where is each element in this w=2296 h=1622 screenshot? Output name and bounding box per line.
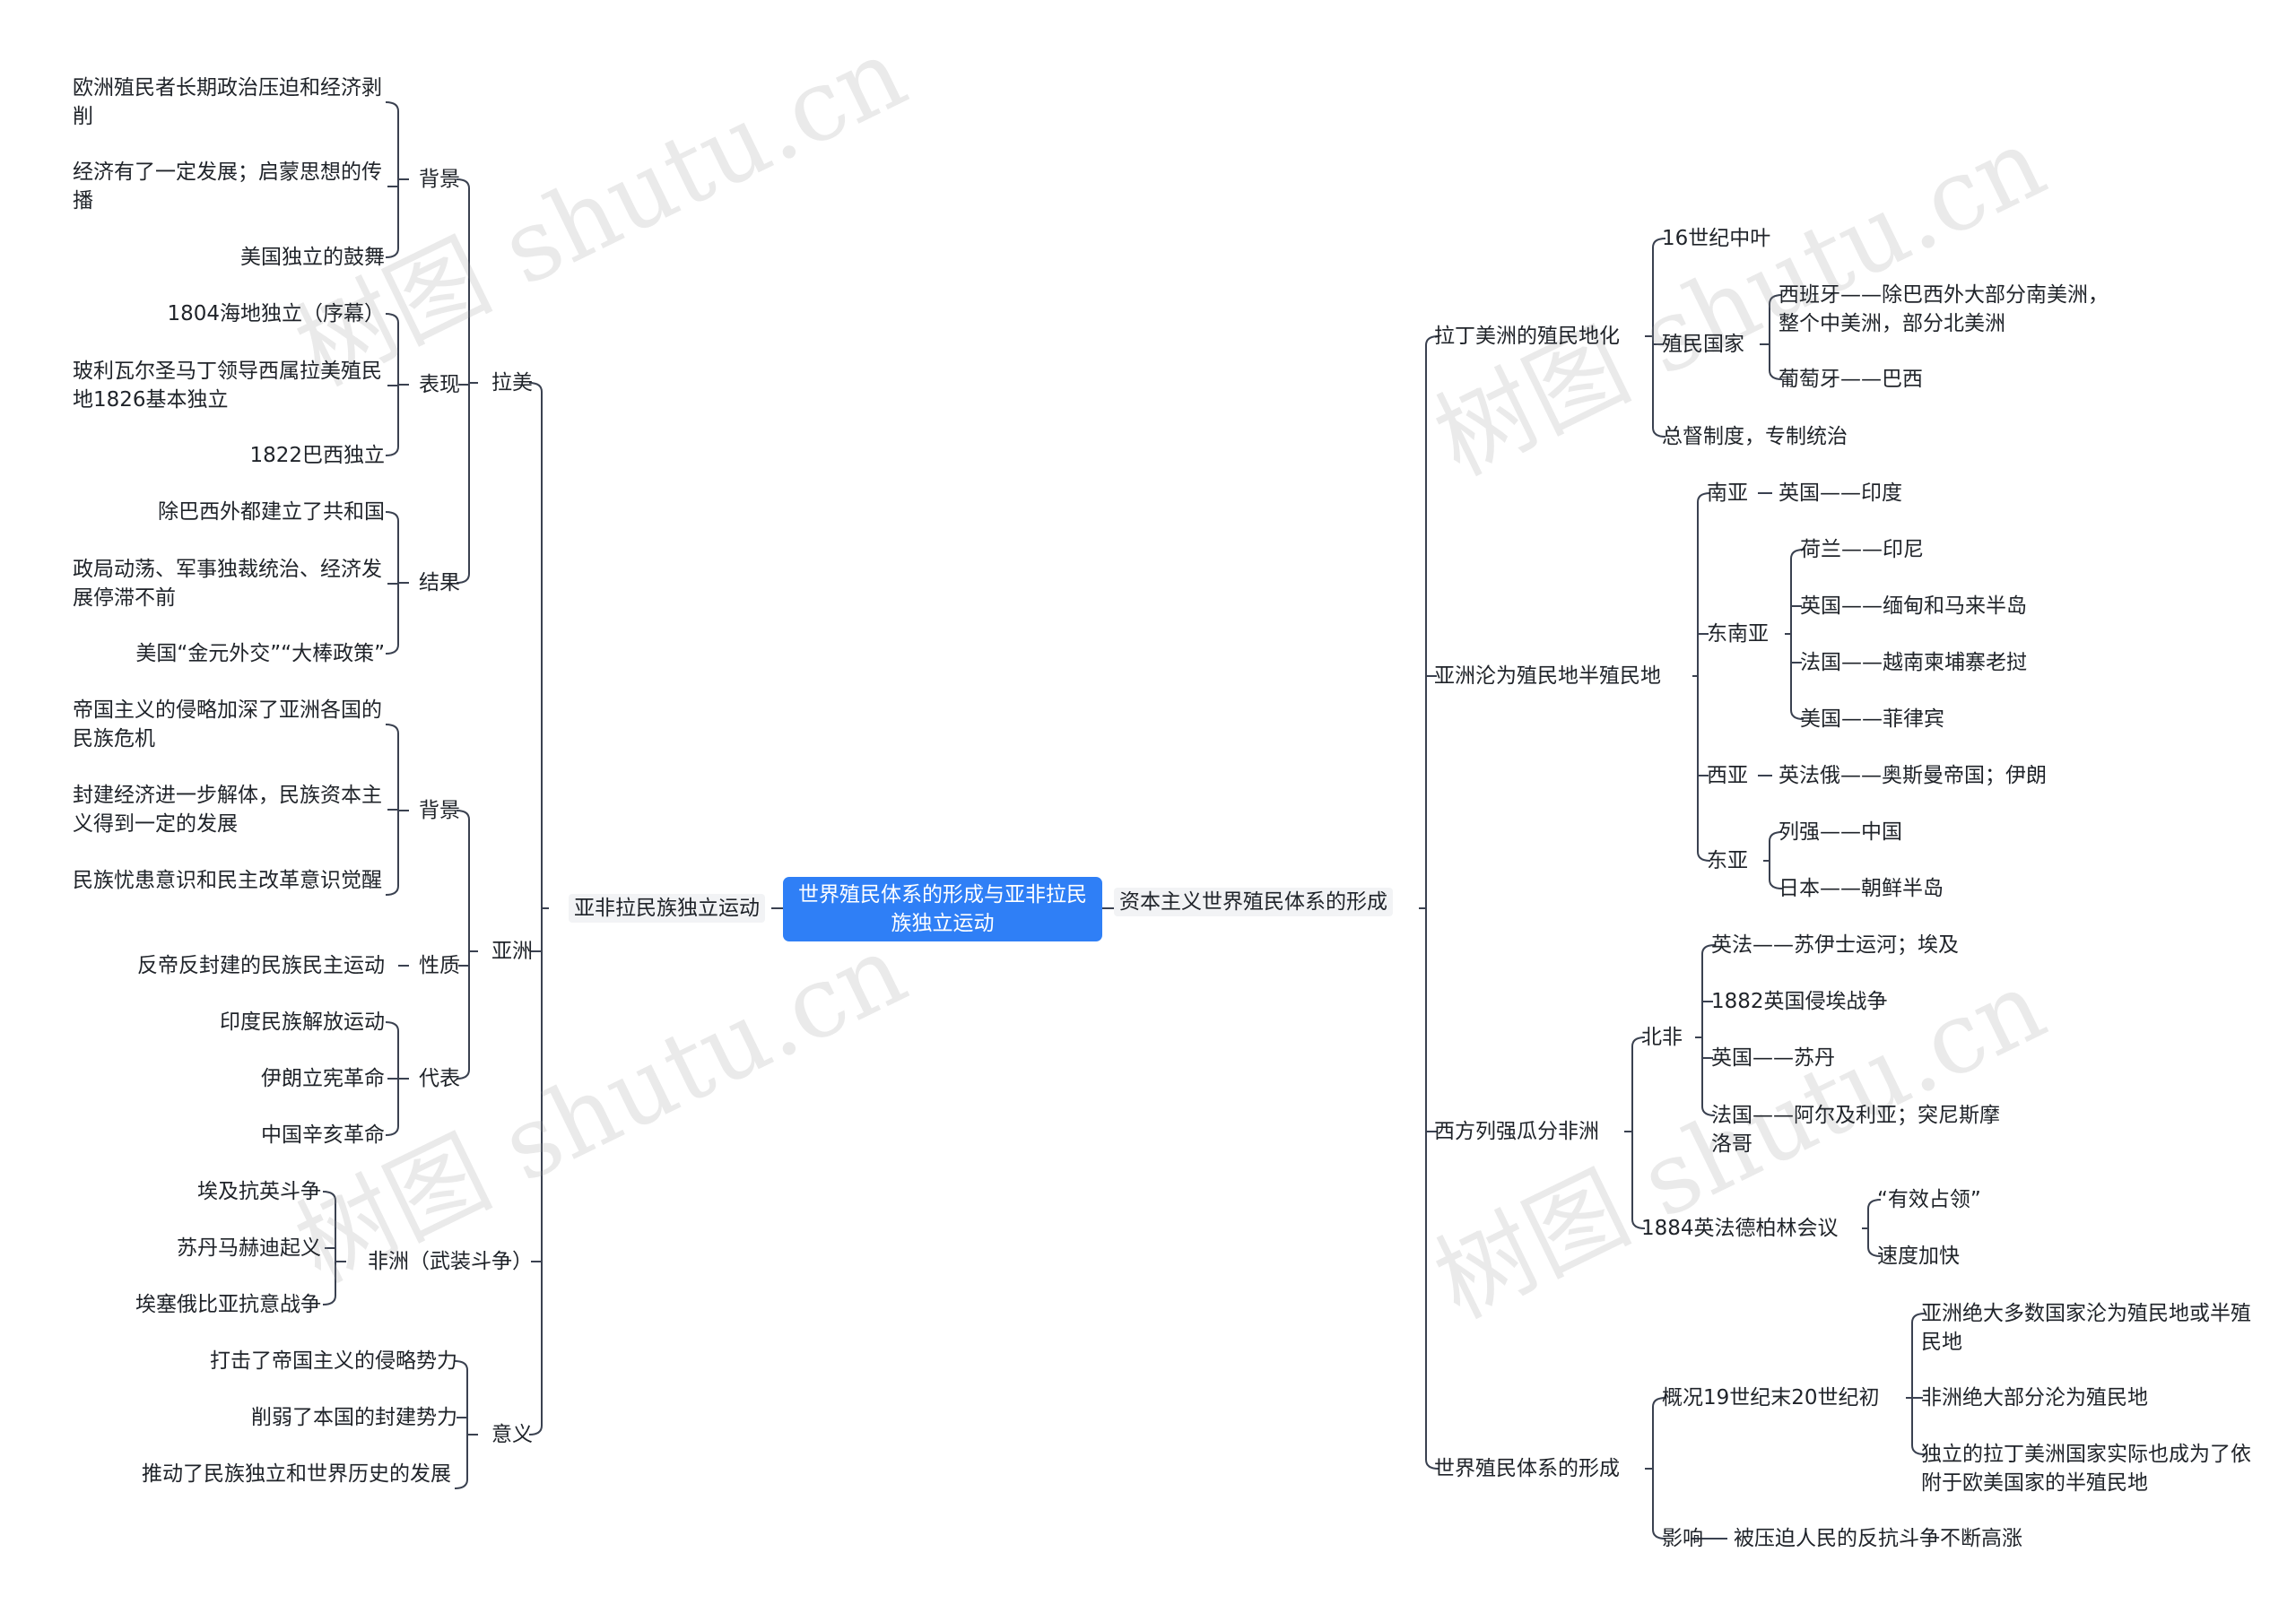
- leaf-spain[interactable]: 西班牙——除巴西外大部分南美洲，整个中美洲，部分北美洲: [1779, 283, 2109, 335]
- leaf-latam-ex-3[interactable]: 1822巴西独立: [249, 444, 385, 467]
- leaf-east-1[interactable]: 列强——中国: [1779, 820, 1902, 844]
- connector-31: [454, 1360, 468, 1489]
- leaf-se-2[interactable]: 英国——缅甸和马来半岛: [1800, 594, 2027, 618]
- latam-background[interactable]: 背景: [419, 168, 460, 191]
- leaf-na-1[interactable]: 英法——苏伊士运河；埃及: [1711, 933, 1959, 957]
- leaf-latam-bg-2[interactable]: 经济有了一定发展；启蒙思想的传播: [73, 160, 382, 213]
- connector-65: [1911, 1313, 1926, 1455]
- asia-south[interactable]: 南亚: [1707, 481, 1748, 505]
- branch-latin-colonization[interactable]: 拉丁美洲的殖民地化: [1434, 325, 1620, 348]
- branch-asia-colonization[interactable]: 亚洲沦为殖民地半殖民地: [1434, 664, 1661, 688]
- connector-34: [1425, 335, 1439, 1470]
- leaf-portugal[interactable]: 葡萄牙——巴西: [1779, 368, 1923, 391]
- branch-africa-partition[interactable]: 西方列强瓜分非洲: [1434, 1120, 1599, 1143]
- connector-2: [528, 382, 543, 1436]
- leaf-berlin-1[interactable]: “有效占领”: [1877, 1188, 1981, 1211]
- branch-system-formed[interactable]: 世界殖民体系的形成: [1434, 1457, 1620, 1480]
- leaf-se-4[interactable]: 美国——菲律宾: [1800, 707, 1944, 731]
- connector-43: [1697, 492, 1711, 862]
- leaf-africa-1[interactable]: 埃及抗英斗争: [197, 1180, 321, 1203]
- latin-period[interactable]: 16世纪中叶: [1662, 227, 1771, 250]
- asia-west[interactable]: 西亚: [1707, 764, 1748, 787]
- africa-berlin-conference[interactable]: 1884英法德柏林会议: [1641, 1217, 1839, 1240]
- leaf-west-1[interactable]: 英法俄——奥斯曼帝国；伊朗: [1779, 764, 2047, 787]
- leaf-sig-2[interactable]: 削弱了本国的封建势力: [251, 1406, 457, 1429]
- latin-governor-system[interactable]: 总督制度，专制统治: [1662, 425, 1848, 448]
- system-impact[interactable]: 影响: [1662, 1527, 1703, 1550]
- leaf-latam-ex-1[interactable]: 1804海地独立（序幕）: [167, 302, 385, 325]
- leaf-asia-rep-2[interactable]: 伊朗立宪革命: [261, 1067, 385, 1090]
- leaf-latam-res-3[interactable]: 美国“金元外交”“大棒政策”: [135, 642, 385, 665]
- leaf-south-1[interactable]: 英国——印度: [1779, 481, 1902, 505]
- leaf-east-2[interactable]: 日本——朝鲜半岛: [1779, 877, 1944, 900]
- topic-colonial-system[interactable]: 资本主义世界殖民体系的形成: [1114, 888, 1393, 916]
- latin-colonial-states[interactable]: 殖民国家: [1662, 333, 1744, 356]
- leaf-latam-bg-1[interactable]: 欧洲殖民者长期政治压迫和经济剥削: [73, 76, 382, 128]
- branch-asia[interactable]: 亚洲: [491, 940, 533, 963]
- leaf-asia-bg-2[interactable]: 封建经济进一步解体，民族资本主义得到一定的发展: [73, 784, 382, 836]
- leaf-impact-1[interactable]: 被压迫人民的反抗斗争不断高涨: [1734, 1527, 2022, 1550]
- leaf-africa-2[interactable]: 苏丹马赫迪起义: [177, 1236, 321, 1260]
- asia-east[interactable]: 东亚: [1707, 849, 1748, 872]
- connector-55: [1631, 1037, 1646, 1229]
- leaf-latam-res-2[interactable]: 政局动荡、军事独裁统治、经济发展停滞不前: [73, 558, 382, 610]
- root-topic[interactable]: 世界殖民体系的形成与亚非拉民族独立运动: [783, 877, 1102, 941]
- leaf-asia-bg-3[interactable]: 民族忧患意识和民主改革意识觉醒: [73, 869, 382, 892]
- connector-9: [385, 101, 399, 258]
- leaf-na-3[interactable]: 英国——苏丹: [1711, 1046, 1835, 1070]
- leaf-asia-bg-1[interactable]: 帝国主义的侵略加深了亚洲各国的民族危机: [73, 698, 382, 750]
- leaf-na-4[interactable]: 法国——阿尔及利亚；突尼斯摩洛哥: [1711, 1104, 2000, 1156]
- africa-north[interactable]: 北非: [1641, 1026, 1683, 1049]
- connector-18: [456, 810, 470, 1080]
- branch-significance[interactable]: 意义: [491, 1423, 533, 1446]
- leaf-berlin-2[interactable]: 速度加快: [1877, 1245, 1960, 1268]
- leaf-overview-3[interactable]: 独立的拉丁美洲国家实际也成为了依附于欧美国家的半殖民地: [1921, 1443, 2251, 1495]
- connector-41: [1769, 294, 1783, 380]
- leaf-latam-bg-3[interactable]: 美国独立的鼓舞: [240, 246, 385, 269]
- leaf-se-3[interactable]: 法国——越南柬埔寨老挝: [1800, 651, 2027, 674]
- connector-48: [1790, 549, 1805, 720]
- leaf-sig-1[interactable]: 打击了帝国主义的侵略势力: [210, 1349, 457, 1373]
- leaf-sig-3[interactable]: 推动了民族独立和世界历史的发展: [142, 1462, 451, 1486]
- leaf-latam-ex-2[interactable]: 玻利瓦尔圣马丁领导西属拉美殖民地1826基本独立: [73, 360, 382, 412]
- branch-africa[interactable]: 非洲（武装斗争）: [368, 1250, 533, 1273]
- asia-nature[interactable]: 性质: [419, 954, 460, 977]
- latam-manifestation[interactable]: 表现: [419, 373, 460, 396]
- latam-result[interactable]: 结果: [419, 571, 460, 594]
- branch-latin-america[interactable]: 拉美: [491, 371, 533, 395]
- leaf-na-2[interactable]: 1882英国侵埃战争: [1711, 990, 1888, 1013]
- leaf-asia-rep-1[interactable]: 印度民族解放运动: [220, 1010, 385, 1034]
- leaf-asia-nature-1[interactable]: 反帝反封建的民族民主运动: [137, 954, 385, 977]
- leaf-latam-res-1[interactable]: 除巴西外都建立了共和国: [158, 500, 385, 524]
- leaf-overview-1[interactable]: 亚洲绝大多数国家沦为殖民地或半殖民地: [1921, 1302, 2251, 1354]
- asia-background[interactable]: 背景: [419, 799, 460, 822]
- leaf-se-1[interactable]: 荷兰——印尼: [1800, 538, 1924, 561]
- connector-38: [1652, 238, 1666, 438]
- connector-57: [1701, 944, 1716, 1116]
- system-overview[interactable]: 概况19世纪末20世纪初: [1662, 1386, 1880, 1409]
- connector-6: [456, 178, 470, 584]
- topic-independence-movements[interactable]: 亚非拉民族独立运动: [569, 894, 765, 923]
- leaf-overview-2[interactable]: 非洲绝大部分沦为殖民地: [1921, 1386, 2148, 1409]
- asia-representative[interactable]: 代表: [419, 1067, 460, 1090]
- connector-63: [1652, 1397, 1666, 1540]
- asia-southeast[interactable]: 东南亚: [1707, 622, 1769, 646]
- leaf-asia-rep-3[interactable]: 中国辛亥革命: [261, 1123, 385, 1147]
- leaf-africa-3[interactable]: 埃塞俄比亚抗意战争: [135, 1293, 321, 1316]
